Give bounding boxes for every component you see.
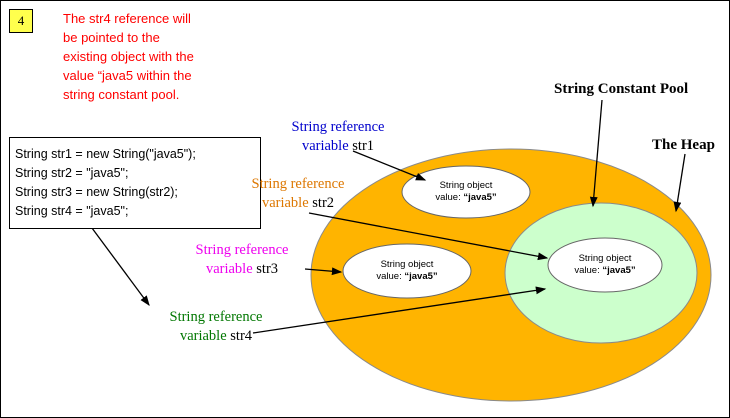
- object-value: “java5”: [404, 271, 438, 282]
- label-line2: variable str3: [175, 260, 309, 279]
- label-var-name: str3: [256, 261, 279, 277]
- object-value-line: value: “java5”: [404, 192, 528, 204]
- label-str4-reference: String reference variable str4: [149, 308, 283, 346]
- arrow-str4-to-pool-object: [252, 286, 547, 334]
- label-line1: String reference: [251, 176, 345, 192]
- label-line2: variable str4: [149, 327, 283, 346]
- label-var-name: str4: [230, 328, 253, 344]
- arrow-heap-title-to-heap: [673, 153, 686, 213]
- label-line2: variable str1: [271, 137, 405, 156]
- arrow-str1-to-heap-object1: [352, 150, 427, 181]
- object-value-line: value: “java5”: [543, 265, 667, 277]
- label-var-name: str1: [352, 138, 375, 154]
- code-line: String str4 = "java5";: [15, 204, 129, 218]
- arrow-str2-to-pool-object: [308, 212, 549, 261]
- heap-string-object-2-text: String object value: “java5”: [345, 259, 469, 283]
- pool-string-object-text: String object value: “java5”: [543, 253, 667, 277]
- label-line1: String reference: [291, 119, 385, 135]
- step-number-badge: 4: [9, 9, 33, 33]
- code-line: String str3 = new String(str2);: [15, 185, 178, 199]
- object-value-line: value: “java5”: [345, 271, 469, 283]
- note-line: existing object with the: [63, 49, 194, 64]
- object-type-line: String object: [578, 253, 632, 264]
- label-line2-prefix: variable: [179, 328, 227, 344]
- heap-title: The Heap: [652, 137, 715, 153]
- label-str1-reference: String reference variable str1: [271, 118, 405, 156]
- arrow-pool-title-to-pool: [589, 99, 603, 208]
- label-line2-prefix: variable: [205, 261, 253, 277]
- arrow-codebox-to-str4-label: [88, 223, 150, 307]
- object-value: “java5”: [602, 265, 636, 276]
- label-str3-reference: String reference variable str3: [175, 241, 309, 279]
- label-var-name: str2: [312, 195, 335, 211]
- string-constant-pool-title: String Constant Pool: [554, 81, 689, 97]
- note-line: string constant pool.: [63, 87, 180, 102]
- note-line: be pointed to the: [63, 30, 160, 45]
- code-snippet-box: String str1 = new String("java5"); Strin…: [9, 137, 261, 229]
- code-line: String str2 = "java5";: [15, 166, 129, 180]
- arrow-str3-to-heap-object2: [304, 267, 343, 276]
- code-line: String str1 = new String("java5");: [15, 147, 196, 161]
- object-value: “java5”: [463, 192, 497, 203]
- note-line: value “java5 within the: [63, 68, 192, 83]
- note-text: The str4 reference will be pointed to th…: [63, 9, 273, 104]
- object-value-prefix: value:: [435, 192, 461, 203]
- note-line: The str4 reference will: [63, 11, 191, 26]
- object-value-prefix: value:: [574, 265, 600, 276]
- label-line2: variable str2: [231, 194, 365, 213]
- heap-string-object-1-text: String object value: “java5”: [404, 180, 528, 204]
- label-line2-prefix: variable: [301, 138, 349, 154]
- heap-string-object-1-ellipse: [401, 165, 531, 219]
- label-str2-reference: String reference variable str2: [231, 175, 365, 213]
- label-line1: String reference: [195, 242, 289, 258]
- object-type-line: String object: [439, 180, 493, 191]
- object-type-line: String object: [380, 259, 434, 270]
- heap-string-object-2-ellipse: [342, 243, 472, 299]
- object-value-prefix: value:: [376, 271, 402, 282]
- label-line2-prefix: variable: [261, 195, 309, 211]
- label-line1: String reference: [169, 309, 263, 325]
- pool-string-object-ellipse: [547, 237, 663, 293]
